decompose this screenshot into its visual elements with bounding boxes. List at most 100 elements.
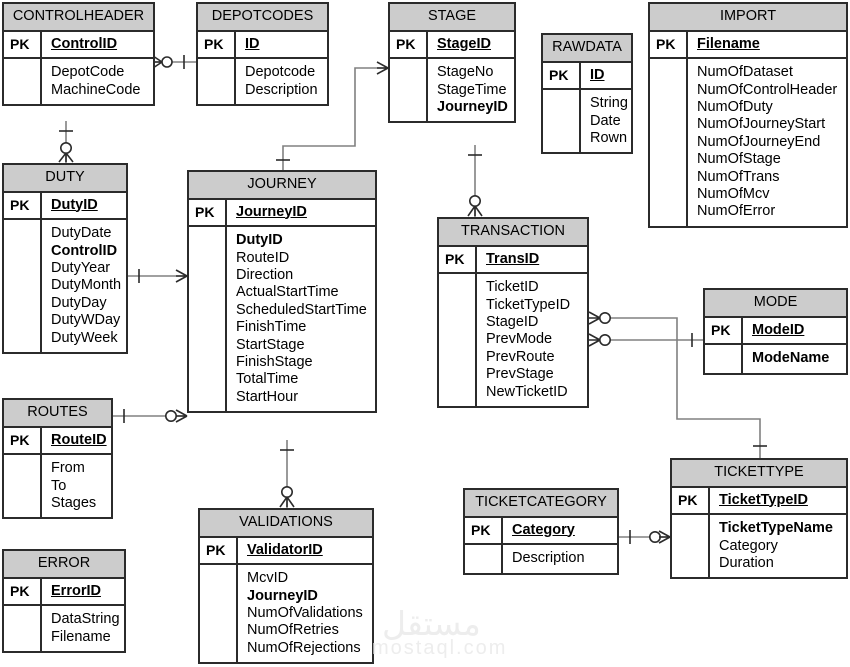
attribute-row: StageNo StageTime JourneyID: [390, 59, 514, 122]
entity-title: DEPOTCODES: [198, 4, 327, 32]
pk-label: PK: [4, 31, 42, 58]
attribute: DutyDay: [51, 294, 107, 311]
watermark-arabic: مستقل: [382, 605, 481, 642]
attribute-row: NumOfDataset NumOfControlHeader NumOfDut…: [650, 59, 846, 226]
key-spacer: [4, 455, 42, 518]
attribute: FinishStage: [236, 353, 313, 370]
entity-duty[interactable]: DUTY PK DutyID DutyDate ControlID DutyYe…: [2, 163, 128, 354]
pk-label: PK: [189, 199, 227, 226]
rel-controlheader-duty: [58, 121, 74, 163]
pk-row: PK Filename: [650, 31, 846, 60]
entity-stage[interactable]: STAGE PK StageID StageNo StageTime Journ…: [388, 2, 516, 124]
pk-field: ErrorID: [51, 582, 101, 599]
pk-label: PK: [543, 62, 581, 89]
pk-field: ValidatorID: [247, 541, 323, 558]
rel-transaction-mode: [588, 333, 703, 347]
entity-transaction[interactable]: TRANSACTION PK TransID TicketID TicketTy…: [437, 217, 589, 408]
attribute-fk: JourneyID: [247, 587, 318, 604]
entity-title: TICKETTYPE: [672, 460, 846, 488]
attribute: DutyDate: [51, 225, 112, 242]
pk-label: PK: [705, 317, 743, 344]
pk-label: PK: [4, 578, 42, 605]
entity-journey[interactable]: JOURNEY PK JourneyID DutyID RouteID Dire…: [187, 170, 377, 414]
attribute-fk: ControlID: [51, 242, 118, 259]
pk-label: PK: [198, 31, 236, 58]
attribute: FinishTime: [236, 319, 307, 336]
pk-field: Filename: [697, 35, 760, 52]
key-spacer: [200, 565, 238, 663]
pk-field: RouteID: [51, 431, 107, 448]
attribute: Duration: [719, 554, 774, 571]
attribute-row: McvID JourneyID NumOfValidations NumOfRe…: [200, 565, 372, 663]
attribute: DataString: [51, 611, 120, 628]
attribute: NumOfJourneyEnd: [697, 133, 821, 150]
pk-row: PK JourneyID: [189, 199, 375, 228]
attribute: StageNo: [437, 64, 494, 81]
attribute: Category: [719, 537, 778, 554]
pk-row: PK RouteID: [4, 427, 111, 456]
attribute: NumOfControlHeader: [697, 81, 838, 98]
entity-depotcodes[interactable]: DEPOTCODES PK ID Depotcode Description: [196, 2, 329, 106]
rel-routes-journey: [113, 409, 188, 423]
attribute-row: TicketTypeName Category Duration: [672, 515, 846, 578]
rel-controlheader-depotcodes: [152, 55, 196, 69]
attribute-fk: TicketTypeName: [719, 520, 833, 537]
entity-title: ROUTES: [4, 400, 111, 428]
entity-body: PK Category Description: [465, 517, 617, 573]
key-spacer: [543, 90, 581, 153]
entity-title: DUTY: [4, 165, 126, 193]
attribute: NewTicketID: [486, 383, 568, 400]
pk-row: PK StageID: [390, 31, 514, 60]
rel-ticketcategory-tickettype: [619, 530, 671, 544]
entity-title: VALIDATIONS: [200, 510, 372, 538]
key-spacer: [4, 606, 42, 651]
attribute-row: From To Stages: [4, 455, 111, 518]
entity-title: JOURNEY: [189, 172, 375, 200]
key-spacer: [672, 515, 710, 578]
entity-import[interactable]: IMPORT PK Filename NumOfDataset NumOfCon…: [648, 2, 848, 228]
entity-body: PK TransID TicketID TicketTypeID StageID…: [439, 246, 587, 406]
entity-body: PK ErrorID DataString Filename: [4, 578, 124, 651]
pk-label: PK: [4, 427, 42, 454]
attribute: Depotcode: [245, 64, 316, 81]
entity-controlheader[interactable]: CONTROLHEADER PK ControlID DepotCode Mac…: [2, 2, 155, 106]
pk-label: PK: [439, 246, 477, 273]
entity-error[interactable]: ERROR PK ErrorID DataString Filename: [2, 549, 126, 653]
entity-title: IMPORT: [650, 4, 846, 32]
entity-title: ERROR: [4, 551, 124, 579]
attribute-row: TicketID TicketTypeID StageID PrevMode P…: [439, 274, 587, 406]
entity-title: MODE: [705, 290, 846, 318]
pk-field: ControlID: [51, 35, 118, 52]
entity-title: TRANSACTION: [439, 219, 587, 247]
attribute-row: DataString Filename: [4, 606, 124, 651]
attribute: TicketID: [486, 279, 539, 296]
entity-rawdata[interactable]: RAWDATA PK ID String Date Rown: [541, 33, 633, 155]
entity-tickettype[interactable]: TICKETTYPE PK TicketTypeID TicketTypeNam…: [670, 458, 848, 580]
key-spacer: [650, 59, 688, 226]
attribute: Stages: [51, 494, 97, 511]
key-spacer: [390, 59, 428, 122]
attribute: DutyWeek: [51, 329, 118, 346]
attribute: DepotCode: [51, 64, 125, 81]
attribute: ActualStartTime: [236, 284, 339, 301]
entity-validations[interactable]: VALIDATIONS PK ValidatorID McvID Journey…: [198, 508, 374, 665]
entity-body: PK RouteID From To Stages: [4, 427, 111, 518]
entity-ticketcategory[interactable]: TICKETCATEGORY PK Category Description: [463, 488, 619, 575]
attribute: String: [590, 95, 628, 112]
attribute: NumOfValidations: [247, 604, 363, 621]
entity-mode[interactable]: MODE PK ModeID ModeName: [703, 288, 848, 375]
pk-field: StageID: [437, 35, 491, 52]
pk-field: DutyID: [51, 196, 98, 213]
attribute-row: DepotCode MachineCode: [4, 59, 153, 104]
pk-label: PK: [4, 192, 42, 219]
attribute: StartStage: [236, 336, 305, 353]
attribute: NumOfMcv: [697, 185, 770, 202]
entity-routes[interactable]: ROUTES PK RouteID From To Stages: [2, 398, 113, 520]
attribute: NumOfError: [697, 203, 776, 220]
attribute: PrevMode: [486, 331, 553, 348]
entity-body: PK JourneyID DutyID RouteID Direction Ac…: [189, 199, 375, 412]
attribute-row: DutyID RouteID Direction ActualStartTime…: [189, 227, 375, 412]
pk-field: Category: [512, 521, 575, 538]
attribute: TicketTypeID: [486, 296, 571, 313]
